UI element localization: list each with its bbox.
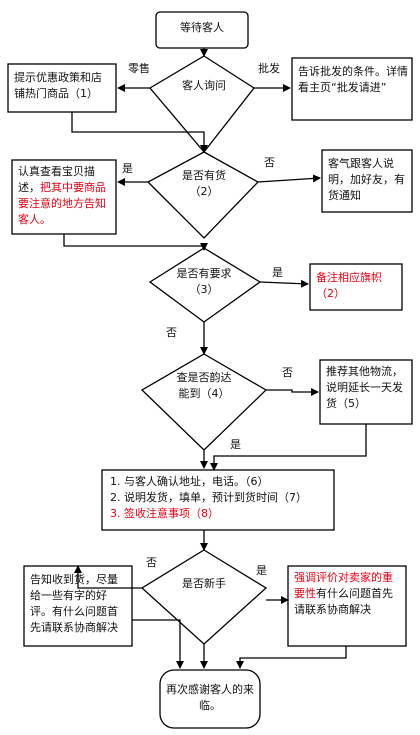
label-yunda-no: 否	[282, 366, 293, 379]
newbie-box-text: 有什么问题首先请联系协商解决	[294, 587, 393, 616]
wholesale-box: 告诉批发的条件。详情看主页“批发请进”	[298, 65, 408, 94]
nostock-box: 客气跟客人说明，加好友，有货通知	[328, 157, 405, 202]
newbie-box: 强调评价对卖家的重要性有什么问题首先请联系协商解决	[294, 570, 402, 618]
step-item: 1. 与客人确认地址，电话。（6）	[110, 474, 332, 490]
end-box-shape	[159, 669, 261, 729]
step-text: 签收注意事项（8）	[124, 507, 219, 520]
decision-newbie: 是否新手	[182, 577, 226, 590]
newbie-box-highlight: 强调评价对卖家的重要性	[294, 571, 393, 600]
decision-stock-shape	[146, 151, 260, 239]
retail-box-shape	[7, 63, 117, 113]
decision-inquiry-shape	[149, 55, 255, 154]
label-stock-yes: 是	[122, 162, 133, 175]
review-box: 告知收到货，尽量给一些有字的好评。有什么问题首先请联系协商解决	[30, 573, 118, 634]
desc-box-highlight: 把其中要商品要注意的地方告知客人。	[18, 181, 106, 226]
end-node: 再次感谢客人的来临。	[166, 683, 254, 712]
desc-box-text: 认真查看宝贝描述，	[18, 165, 95, 194]
retail-box: 提示优惠政策和店铺热门商品（1）	[14, 71, 102, 100]
label-newbie-no: 否	[146, 556, 157, 569]
steps-box-shape	[101, 469, 335, 531]
label-newbie-yes: 是	[256, 564, 267, 577]
label-yunda-yes: 是	[230, 438, 241, 451]
start-box-shape	[155, 11, 249, 49]
step-number: 2.	[110, 491, 121, 504]
nostock-box-shape	[321, 149, 413, 213]
desc-box-shape	[11, 159, 117, 235]
label-request-no: 否	[166, 326, 177, 339]
decision-newbie-shape	[140, 549, 268, 645]
decision-yunda: 查是否韵达能到（4）	[176, 371, 232, 400]
steps-list: 1. 与客人确认地址，电话。（6） 2. 说明发货，填单，预计到货时间（7） 3…	[110, 474, 332, 522]
label-wholesale: 批发	[258, 62, 280, 75]
step-item: 3. 签收注意事项（8）	[110, 506, 332, 522]
desc-box: 认真查看宝贝描述，把其中要商品要注意的地方告知客人。	[18, 164, 112, 228]
label-stock-no: 否	[264, 156, 275, 169]
decision-stock: 是否有货（2）	[182, 169, 226, 198]
start-node: 等待客人	[180, 21, 224, 34]
step-text: 说明发货，填单，预计到货时间（7）	[124, 491, 307, 504]
label-retail: 零售	[128, 62, 150, 75]
step-number: 1.	[110, 475, 121, 488]
step-item: 2. 说明发货，填单，预计到货时间（7）	[110, 490, 332, 506]
other-courier-box: 推荐其他物流，说明延长一天发货（5）	[326, 365, 403, 410]
flag-box-shape	[309, 263, 403, 311]
label-request-yes: 是	[272, 266, 283, 279]
wholesale-box-shape	[291, 57, 413, 121]
flag-box: 备注相应旗帜（2）	[316, 271, 382, 300]
step-text: 与客人确认地址，电话。（6）	[124, 475, 269, 488]
step-number: 3.	[110, 507, 121, 520]
newbie-box-shape	[287, 565, 407, 647]
decision-yunda-shape	[140, 353, 268, 451]
decision-request: 是否有要求（3）	[176, 267, 232, 296]
decision-inquiry: 客人询问	[182, 79, 226, 92]
